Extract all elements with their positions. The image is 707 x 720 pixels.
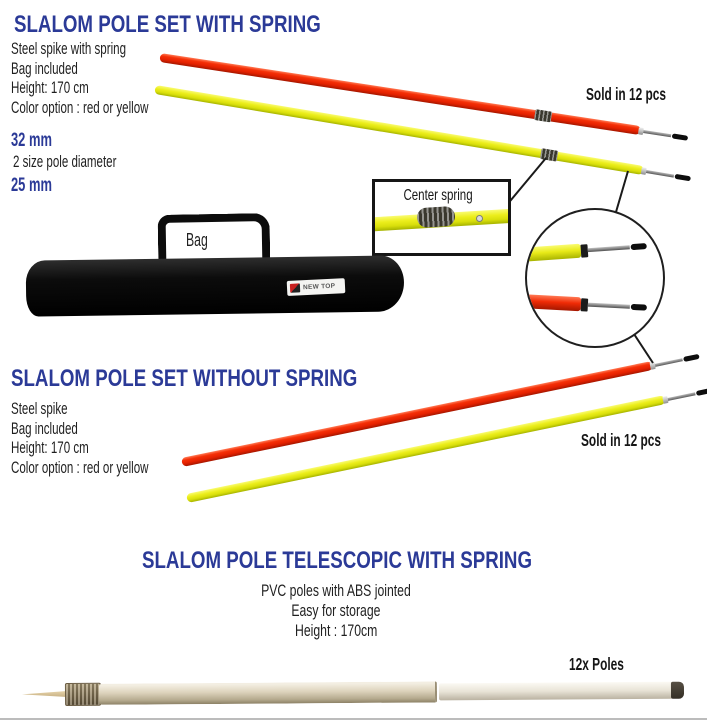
spring-band: [539, 148, 559, 162]
section1-sold-note: Sold in 12 pcs: [586, 84, 667, 104]
detail-line: Height: 170 cm: [11, 78, 89, 97]
detail-line: Easy for storage: [291, 601, 381, 620]
closeup-red-tip: [527, 294, 647, 315]
section2-sold-note: Sold in 12 pcs: [581, 430, 662, 450]
spike-needle: [646, 169, 675, 178]
detail-line: Steel spike with spring: [11, 39, 127, 58]
diameter-32mm: 32 mm: [11, 130, 52, 151]
spike-needle: [654, 357, 683, 367]
center-spring-label: Center spring: [403, 187, 474, 204]
bottom-rule: [0, 718, 707, 720]
detail-line: Height : 170cm: [294, 621, 378, 640]
diameter-25mm: 25 mm: [11, 175, 52, 196]
spike-needle: [643, 129, 672, 137]
steel-spike: [640, 166, 692, 182]
section3-details: PVC poles with ABS jointed Easy for stor…: [0, 581, 672, 641]
pole-tip-closeup-circle: [525, 208, 665, 348]
detail-line: PVC poles with ABS jointed: [261, 581, 411, 600]
section2-title: SLALOM POLE SET WITHOUT SPRING: [11, 365, 358, 392]
connector-line: [631, 330, 654, 364]
telescopic-collar: [64, 682, 102, 707]
telescopic-end-cap: [670, 681, 685, 699]
telescopic-lower-tube: [438, 681, 674, 701]
telescopic-spike: [22, 690, 67, 698]
closeup-needle: [587, 302, 630, 309]
section3-title: SLALOM POLE TELESCOPIC WITH SPRING: [141, 547, 532, 574]
detail-line: Bag included: [11, 58, 78, 78]
closeup-yellow-shaft: [527, 243, 582, 262]
connector-line: [615, 170, 629, 213]
steel-spike: [662, 386, 707, 404]
screw-dot: [476, 215, 483, 222]
detail-line: Color option : red or yellow: [11, 97, 149, 117]
detail-line: Color option : red or yellow: [11, 457, 149, 477]
steel-spike: [638, 126, 689, 141]
spike-needle: [667, 391, 696, 401]
telescopic-upper-tube: [98, 681, 438, 705]
bag-caption: Bag: [186, 230, 208, 250]
center-spring-callout: Center spring: [372, 179, 511, 256]
brand-text: NEW TOP: [302, 282, 336, 292]
spike-tip: [674, 173, 692, 181]
detail-line: Steel spike: [11, 399, 68, 418]
closeup-red-shaft: [527, 294, 582, 312]
brand-logo-icon: [289, 283, 301, 293]
section3-quantity-note: 12x Poles: [569, 654, 624, 674]
red-pole-with-spring: [159, 53, 689, 141]
section1-details: Steel spike with spring Bag included Hei…: [11, 39, 213, 117]
brand-label: NEW TOP: [286, 278, 346, 296]
spike-tip: [671, 132, 689, 141]
steel-spike: [649, 352, 700, 370]
section1-title: SLALOM POLE SET WITH SPRING: [14, 11, 321, 38]
closeup-tip: [630, 303, 647, 311]
closeup-tip: [630, 243, 647, 251]
connector-line: [505, 157, 547, 207]
diameter-caption: 2 size pole diameter: [13, 152, 117, 171]
spring-band: [533, 109, 553, 123]
closeup-needle: [587, 245, 630, 252]
spike-tip: [695, 387, 707, 396]
spike-tip: [683, 353, 700, 362]
carry-bag: NEW TOP: [25, 255, 405, 317]
section2-details: Steel spike Bag included Height: 170 cm …: [11, 399, 213, 477]
telescopic-pole: [15, 674, 695, 713]
detail-line: Bag included: [11, 418, 78, 438]
closeup-yellow-tip: [527, 239, 647, 262]
detail-line: Height: 170 cm: [11, 438, 89, 457]
center-spring-coil: [416, 205, 456, 229]
